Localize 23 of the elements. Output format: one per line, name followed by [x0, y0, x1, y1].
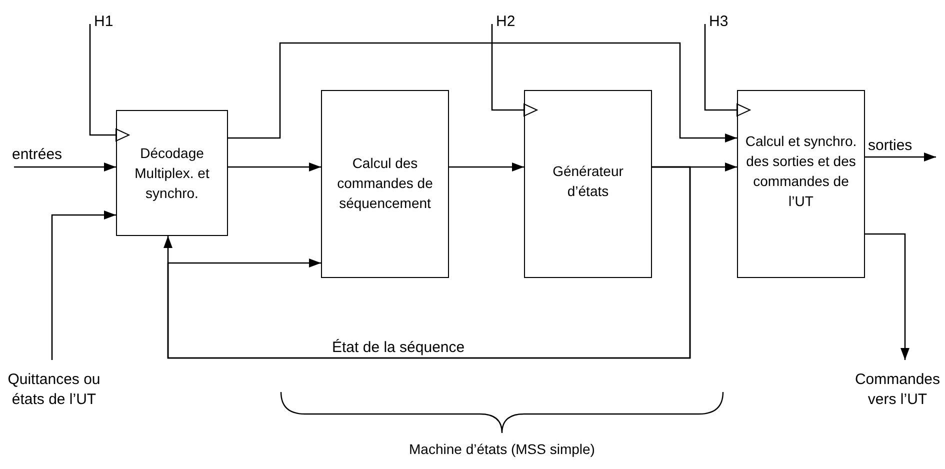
brace-label: Machine d’états (MSS simple) — [408, 440, 596, 458]
process-box: Calcul des commandes de séquencement — [321, 90, 449, 278]
signal-label: Quittances ou états de l’UT — [2, 360, 106, 406]
edge-label: sorties — [868, 137, 912, 155]
arrow — [865, 233, 910, 360]
arrow — [865, 152, 936, 162]
clock-label: H1 — [90, 12, 120, 34]
arrow — [449, 162, 524, 172]
arrow — [228, 162, 321, 172]
arrow — [14, 162, 116, 172]
arrow — [51, 210, 116, 360]
clock-line — [704, 24, 750, 116]
edge-label: État de la séquence — [332, 339, 465, 357]
edge-label: entrées — [12, 146, 62, 164]
clock-label: H3 — [705, 12, 735, 34]
clock-label: H2 — [492, 12, 522, 34]
process-box: Calcul et synchro. des sorties et des commandes de l’UT — [737, 90, 865, 278]
clock-line — [491, 24, 538, 116]
process-box: Générateur d’états — [524, 90, 652, 278]
arrow — [228, 42, 737, 142]
signal-label: Commandes vers l’UT — [850, 360, 945, 406]
process-box: Décodage Multiplex. et synchro. — [116, 110, 228, 236]
clock-line — [89, 24, 130, 142]
